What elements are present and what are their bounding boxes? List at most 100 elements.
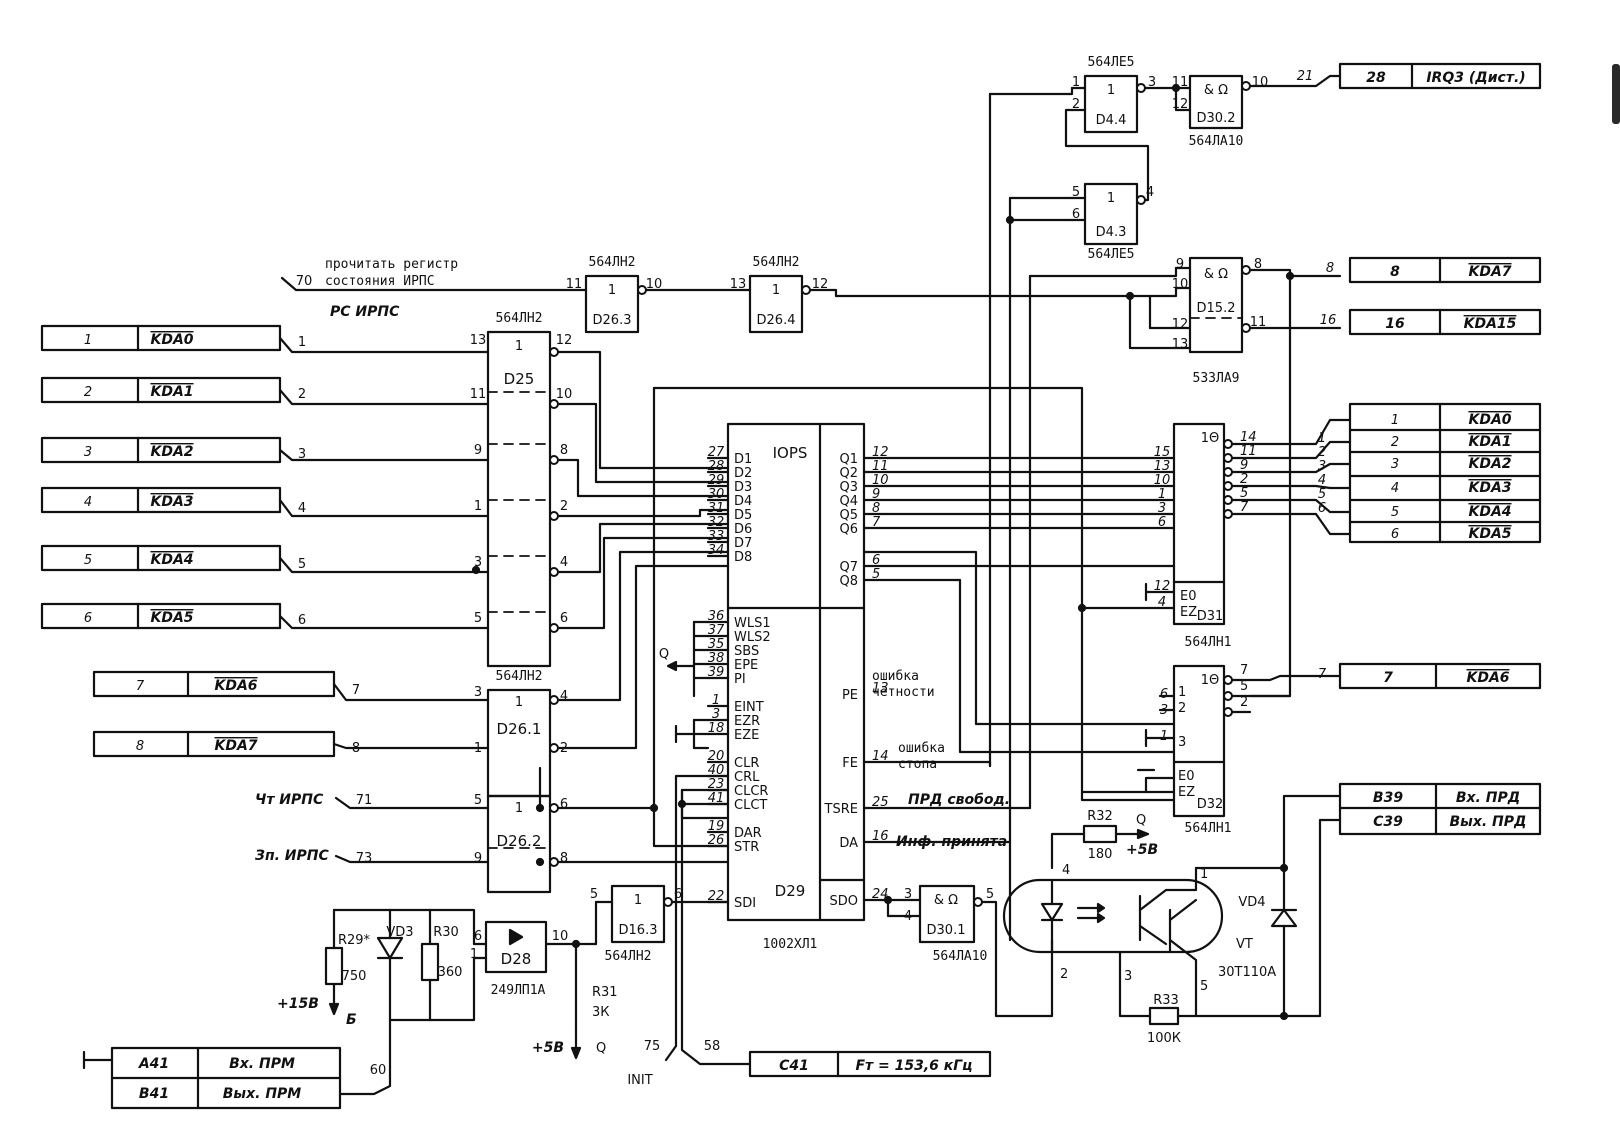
d29-left-pin-name: CLCT [734, 798, 767, 813]
svg-text:E0: E0 [1178, 769, 1195, 784]
right-connector-signal: KDA4 [1468, 504, 1511, 520]
right-connector-pin: 5 [1391, 505, 1399, 520]
r32-name: R32 [1087, 809, 1113, 824]
d31-output-bubble [1223, 467, 1233, 477]
d29-left-pin-name: EINT [734, 700, 764, 715]
svg-text:5: 5 [1072, 185, 1080, 200]
d4-4-type: 564ЛЕ5 [1088, 55, 1135, 70]
r33-name: R33 [1153, 993, 1179, 1008]
wires-clock-init [664, 774, 752, 1066]
svg-text:8: 8 [560, 443, 568, 458]
left-kda4-signal: KDA4 [150, 552, 193, 568]
a41-signal: Вх. ПРМ [229, 1056, 295, 1072]
read-reg-label-2: состояния ИРПС [325, 274, 435, 289]
chip-d31: 1Θ D31 564ЛН1 E0 EZ 15 13 10 1 3 6 [1154, 422, 1231, 650]
d26-1-type: 564ЛН2 [496, 669, 543, 684]
d32-name: D32 [1197, 797, 1224, 812]
d29-right-pin-name: Q7 [839, 560, 858, 575]
d4-3-type: 564ЛЕ5 [1088, 247, 1135, 262]
svg-text:9: 9 [474, 443, 482, 458]
r29-value: 750 [342, 969, 367, 984]
svg-text:2: 2 [560, 499, 568, 514]
d29-left-pin-num: 26 [708, 833, 725, 848]
d29-right-pin-name: TSRE [824, 802, 858, 817]
wire-73: 73 [356, 851, 373, 866]
right-connector-pin: 2 [1391, 435, 1399, 450]
right-connector-signal: KDA3 [1468, 480, 1511, 496]
rx-done-label: Инф. принята [896, 834, 1007, 850]
d32-fn: 1Θ [1201, 673, 1220, 688]
d29-left-pin-num: 35 [708, 637, 725, 652]
d29-left-pin-name: SBS [734, 644, 759, 659]
init-label: INIT [627, 1073, 652, 1088]
svg-text:10: 10 [552, 929, 569, 944]
b39-pin: В39 [1373, 790, 1403, 806]
parity-label-1: ошибка [872, 669, 919, 684]
buffer-d28: D28 249ЛП1А 6 1 10 [470, 920, 598, 1030]
svg-text:3: 3 [1124, 969, 1132, 984]
connector-kda5-left: 6 KDA5 6 [40, 602, 306, 630]
d29-left-pin-num: 18 [708, 721, 725, 736]
r31-value: 3К [592, 1005, 610, 1020]
d29-left-pin-name: WLS2 [734, 630, 771, 645]
svg-text:10: 10 [1172, 277, 1189, 292]
svg-text:13: 13 [470, 333, 487, 348]
d29-right-pin-num: 9 [872, 487, 880, 502]
connector-kda6-right: 7 KDA6 7 [1318, 662, 1542, 690]
d29-left-pin-name: EZE [734, 728, 759, 743]
wire-58: 58 [704, 1039, 721, 1054]
d31-output-wire [1230, 512, 1352, 536]
d29-left-pin-num: 22 [708, 889, 725, 904]
left-kda2-signal: KDA2 [150, 444, 193, 460]
svg-text:4: 4 [1062, 863, 1070, 878]
q-r32: Q [1136, 813, 1146, 828]
svg-text:15: 15 [1154, 445, 1171, 460]
d15-2-name: D15.2 [1197, 301, 1236, 316]
svg-text:10: 10 [1252, 75, 1269, 90]
c39-signal: Вых. ПРД [1450, 814, 1527, 830]
kda15-signal: KDA15 [1464, 316, 1517, 332]
svg-text:1: 1 [470, 947, 478, 962]
svg-text:3: 3 [1178, 735, 1186, 750]
d29-right-pin-name: Q1 [839, 452, 858, 467]
d29-right-pin-num: 13 [872, 681, 889, 696]
b39-signal: Вх. ПРД [1456, 790, 1520, 806]
d29-left-pin-name: WLS1 [734, 616, 771, 631]
d29-name: D29 [775, 882, 806, 900]
d30-2-type: 564ЛА10 [1189, 134, 1244, 149]
d31-output-bubble [1223, 453, 1233, 463]
d29-left-pin-name: D6 [734, 522, 752, 537]
d29-right-pin-num: 11 [872, 459, 889, 474]
d4-3-name: D4.3 [1096, 225, 1127, 240]
d31-name: D31 [1197, 609, 1224, 624]
d29-left-pin-num: 31 [708, 501, 725, 516]
d26-3-type: 564ЛН2 [589, 255, 636, 270]
connector-kda2-left: 3 KDA2 3 [40, 436, 306, 464]
svg-text:4: 4 [904, 909, 912, 924]
d29-right-pin-name: Q8 [839, 574, 858, 589]
kda7-top-wire: 8 [1326, 261, 1334, 276]
d31-output-num: 5 [1240, 486, 1248, 501]
svg-text:2: 2 [1060, 967, 1068, 982]
irq-signal: IRQ3 (Дист.) [1426, 70, 1525, 86]
d29-control-ties [666, 620, 710, 750]
stop-label-2: стопа [898, 757, 937, 772]
tx-free-label: ПРД свобод. [908, 792, 1010, 808]
svg-text:5: 5 [1240, 679, 1248, 694]
wires-q-bus [862, 456, 1176, 918]
d29-right-pin-num: 6 [872, 553, 880, 568]
q-label-d29: Q [659, 647, 669, 662]
wires-data-bus [535, 350, 1084, 867]
vt-type: 30Т110А [1218, 965, 1276, 980]
connector-c41: С41 Fт = 153,6 кГц [748, 1050, 992, 1078]
left-kda5-signal: KDA5 [150, 610, 193, 626]
svg-text:10: 10 [646, 277, 663, 292]
d15-2-type: 533ЛА9 [1193, 371, 1240, 386]
d29-left-pin-num: 32 [708, 515, 725, 530]
wire-71: 71 [356, 793, 373, 808]
svg-text:4: 4 [560, 689, 568, 704]
d29-left-pin-name: CRL [734, 770, 760, 785]
vd3-name: VD3 [386, 925, 413, 940]
wr-irps-label: Зп. ИРПС [255, 848, 330, 864]
